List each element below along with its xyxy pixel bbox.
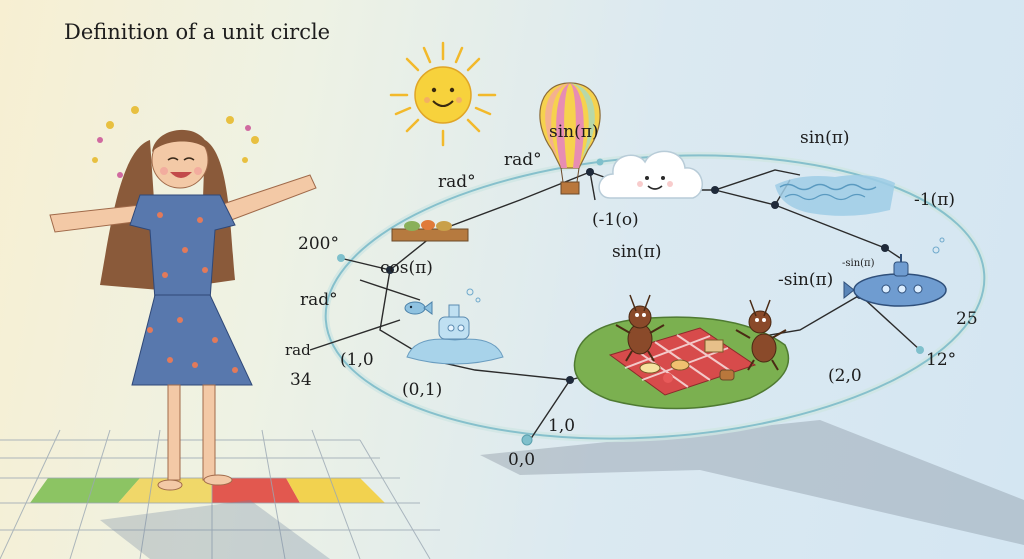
label-neg-sin: -sin(π): [778, 270, 834, 290]
label-25: 25: [956, 309, 978, 329]
label-point-1-0-left: (1,0: [340, 350, 374, 370]
smiling-cloud-icon: [598, 150, 703, 199]
water-wave-icon: [775, 175, 895, 216]
submarine-icon: [406, 304, 504, 365]
label-point-0-1: (0,1): [402, 380, 443, 400]
label-point-2-0: (2,0: [828, 366, 862, 386]
label-sin-top-right: sin(π): [800, 128, 850, 148]
label-deg-200: 200°: [298, 234, 339, 254]
label-rad-left-upper: rad°: [438, 172, 476, 192]
label-sin-center: sin(π): [612, 242, 662, 262]
label-neg1-o: (-1(o): [592, 210, 639, 230]
label-point-1-0-bottom: 1,0: [548, 416, 576, 436]
floor-grid: [0, 429, 440, 559]
fish-icon: [404, 301, 433, 315]
wooden-tray-icon: [391, 220, 469, 242]
label-deg-12: 12°: [926, 350, 957, 370]
sun-icon: [389, 41, 497, 147]
ant-icon: [615, 294, 665, 362]
label-neg-sin-superscript: -sin(π): [842, 258, 875, 269]
hot-air-balloon-icon: [539, 82, 601, 195]
ant-icon: [735, 299, 787, 371]
label-sin-balloon: sin(π): [549, 122, 599, 142]
long-shadow: [480, 420, 1024, 545]
diagram-title: Definition of a unit circle: [64, 20, 331, 44]
label-rad-left-low: rad: [285, 341, 311, 359]
unit-circle-orbit: [324, 154, 986, 440]
girl-figure: [49, 106, 317, 491]
label-neg1-pi: -1(π): [914, 190, 955, 210]
label-rad-left-mid: rad°: [300, 290, 338, 310]
label-34: 34: [290, 370, 312, 390]
submarine-icon: [843, 237, 947, 307]
label-point-0-0: 0,0: [508, 450, 536, 470]
label-rad-top: rad°: [504, 150, 542, 170]
label-cos-pi: cos(π): [380, 258, 433, 278]
